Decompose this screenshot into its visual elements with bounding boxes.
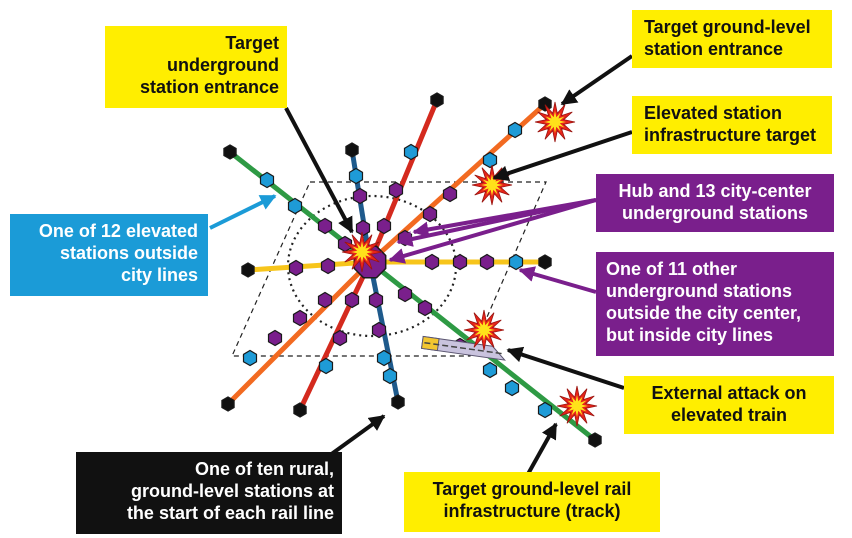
rural-station-icon — [345, 142, 359, 158]
label-line: Elevated station — [644, 103, 783, 123]
label-target-track: Target ground-level rail infrastructure … — [404, 472, 660, 532]
label-line: underground — [167, 55, 279, 75]
rural-station-icon — [241, 262, 255, 278]
label-line: One of ten rural, — [194, 459, 334, 479]
elevated-station-icon — [537, 401, 553, 419]
label-target-ground-entrance: Target ground-level station entrance — [632, 10, 832, 68]
label-line: Target ground-level rail — [432, 479, 632, 499]
label-line: infrastructure (track) — [443, 501, 621, 521]
underground-station-icon — [317, 217, 333, 235]
arrow-black — [284, 107, 354, 234]
underground-station-icon — [288, 259, 304, 277]
underground-station-icon — [332, 329, 348, 347]
label-line: station entrance — [139, 77, 279, 97]
elevated-station-icon — [318, 357, 334, 375]
rural-station-icon — [538, 254, 552, 270]
underground-station-icon — [417, 299, 433, 317]
explosion-icon — [473, 319, 495, 341]
underground-station-icon — [352, 187, 368, 205]
label-line: underground stations — [622, 203, 808, 223]
label-line: the start of each rail line — [126, 503, 334, 523]
explosion-icon — [351, 241, 373, 263]
underground-station-icon — [371, 321, 387, 339]
label-line: infrastructure target — [644, 125, 817, 145]
label-line: city lines — [120, 265, 198, 285]
underground-station-icon — [397, 285, 413, 303]
arrow-black — [506, 346, 625, 390]
label-line: Target ground-level — [644, 17, 811, 37]
label-line: ground-level stations at — [130, 481, 334, 501]
rural-station-icon — [430, 92, 444, 108]
underground-station-icon — [317, 291, 333, 309]
underground-station-icon — [267, 329, 283, 347]
underground-station-icon — [376, 217, 392, 235]
elevated-station-icon — [403, 143, 419, 161]
underground-station-icon — [292, 309, 308, 327]
rural-station-icon — [221, 396, 235, 412]
elevated-station-icon — [259, 171, 275, 189]
label-line: elevated train — [670, 405, 788, 425]
label-elevated-outside: One of 12 elevated stations outside city… — [10, 214, 208, 296]
elevated-station-icon — [508, 253, 524, 271]
elevated-station-icon — [348, 167, 364, 185]
rural-station-icon — [588, 432, 602, 448]
rural-station-icon — [293, 402, 307, 418]
explosion-icon — [566, 395, 588, 417]
label-line: Hub and 13 city-center — [618, 181, 812, 201]
underground-station-icon — [344, 291, 360, 309]
label-hub-underground: Hub and 13 city-center underground stati… — [596, 174, 834, 232]
train-windows — [424, 341, 502, 355]
underground-station-icon — [320, 257, 336, 275]
arrow-black — [492, 130, 633, 182]
elevated-station-icon — [507, 121, 523, 139]
label-line: station entrance — [644, 39, 784, 59]
elevated-station-icon — [482, 361, 498, 379]
elevated-station-icon — [242, 349, 258, 367]
label-external-attack: External attack on elevated train — [624, 376, 834, 434]
label-line: Target — [225, 33, 279, 53]
elevated-station-icon — [382, 367, 398, 385]
elevated-station-icon — [504, 379, 520, 397]
label-line: outside the city center, — [606, 303, 802, 323]
label-elevated-infrastructure: Elevated station infrastructure target — [632, 96, 832, 154]
explosion-icon — [544, 111, 566, 133]
train-icon — [420, 335, 507, 361]
underground-station-icon — [479, 253, 495, 271]
explosion-icon — [481, 174, 503, 196]
arrow-black — [526, 422, 558, 475]
elevated-station-icon — [287, 197, 303, 215]
underground-station-icon — [452, 253, 468, 271]
rural-station-icon — [391, 394, 405, 410]
underground-station-icon — [388, 181, 404, 199]
underground-station-icon — [424, 253, 440, 271]
arrow-purple — [518, 266, 597, 294]
label-line: One of 12 elevated — [38, 221, 198, 241]
arrow-black — [324, 414, 386, 460]
label-line: underground stations — [606, 281, 792, 301]
label-target-underground-entrance: Target underground station entrance — [105, 26, 287, 108]
underground-station-icon — [355, 219, 371, 237]
label-other-underground: One of 11 other underground stations out… — [596, 252, 834, 356]
label-line: stations outside — [59, 243, 198, 263]
underground-station-icon — [442, 185, 458, 203]
label-line: One of 11 other — [606, 259, 738, 279]
city-lines-boundary — [231, 181, 547, 357]
rural-station-icon — [223, 144, 237, 160]
arrow-purple — [412, 198, 597, 238]
underground-station-icon — [368, 291, 384, 309]
label-line: External attack on — [651, 383, 807, 403]
arrow-blue — [209, 194, 277, 230]
label-rural-stations: One of ten rural, ground-level stations … — [76, 452, 342, 534]
elevated-station-icon — [482, 151, 498, 169]
green-line-track — [228, 150, 597, 442]
arrow-black — [560, 54, 634, 106]
label-line: but inside city lines — [606, 325, 774, 345]
arrow-purple — [388, 198, 597, 264]
underground-station-icon — [422, 205, 438, 223]
elevated-station-icon — [376, 349, 392, 367]
rural-station-icon — [538, 96, 552, 112]
